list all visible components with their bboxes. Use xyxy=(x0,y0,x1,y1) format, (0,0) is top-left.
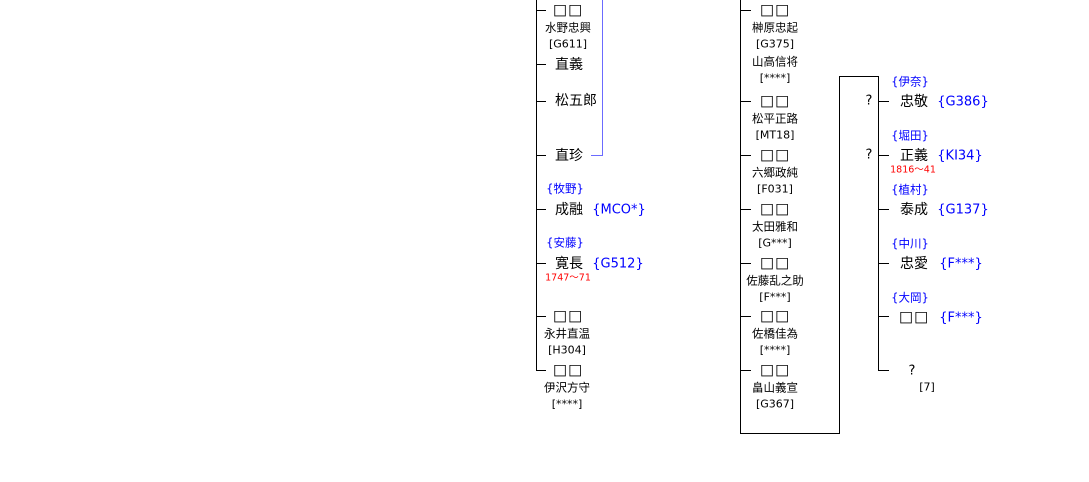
branch-line xyxy=(536,101,546,102)
person-name: □□ xyxy=(759,253,791,272)
person-subname: 佐橋佳為 xyxy=(752,326,798,341)
family-name: {大岡} xyxy=(891,290,929,305)
right-trunk-line xyxy=(878,76,879,371)
life-dates: 1816〜41 xyxy=(890,164,936,176)
person-name: 松五郎 xyxy=(555,93,597,109)
branch-line xyxy=(536,209,546,210)
person-subname: 六郷政純 xyxy=(752,165,798,180)
person-subname: 松平正路 xyxy=(752,111,798,126)
person-subname: 太田雅和 xyxy=(752,219,798,234)
person-subname: 山高信将 xyxy=(752,54,798,69)
connector-line xyxy=(740,433,840,434)
reference-link[interactable]: {MCO*} xyxy=(592,202,646,218)
branch-line xyxy=(740,155,751,156)
person-subname: 永井直温 xyxy=(544,326,590,341)
branch-line xyxy=(536,316,546,317)
reference-link[interactable]: {G137} xyxy=(937,202,989,218)
reference-link[interactable]: {F***} xyxy=(939,310,983,326)
person-code: [H304] xyxy=(548,343,586,357)
middle-trunk-line xyxy=(740,0,741,434)
branch-line xyxy=(878,263,889,264)
person-code: [MT18] xyxy=(755,128,795,142)
life-dates: 1747〜71 xyxy=(545,272,591,284)
family-name: {植村} xyxy=(891,182,929,197)
branch-line xyxy=(740,10,751,11)
person-name: 忠敬 xyxy=(900,94,928,110)
person-code: [F031] xyxy=(757,182,793,196)
branch-line xyxy=(878,370,889,371)
person-name: □□ xyxy=(759,91,791,110)
branch-line xyxy=(536,370,546,371)
reference-link[interactable]: {G512} xyxy=(592,256,644,272)
family-name: {安藤} xyxy=(546,235,584,250)
adoption-bracket-line xyxy=(591,155,603,156)
family-name: {堀田} xyxy=(891,128,929,143)
reference-link[interactable]: {F***} xyxy=(939,256,983,272)
person-code: [****] xyxy=(759,71,791,85)
reference-link[interactable]: {G386} xyxy=(937,94,989,110)
branch-line xyxy=(878,101,889,102)
branch-line xyxy=(740,209,751,210)
connector-line xyxy=(839,76,840,434)
branch-line xyxy=(740,263,751,264)
person-name: 正義 xyxy=(900,148,928,164)
person-name: □□ xyxy=(898,307,930,326)
person-subname: 榊原忠起 xyxy=(752,20,798,35)
branch-line xyxy=(878,209,889,210)
person-subname: 畠山義宣 xyxy=(752,380,798,395)
person-name: 成融 xyxy=(555,202,583,218)
person-name: ? xyxy=(908,363,916,379)
person-name: □□ xyxy=(759,145,791,164)
person-code: [G375] xyxy=(755,37,795,51)
person-name: □□ xyxy=(759,199,791,218)
branch-line xyxy=(878,155,889,156)
branch-line xyxy=(536,64,546,65)
branch-line xyxy=(740,370,751,371)
branch-line xyxy=(536,263,546,264)
branch-line xyxy=(536,10,546,11)
person-name: 寛長 xyxy=(555,256,583,272)
person-subname: 水野忠興 xyxy=(545,20,591,35)
person-code: [F***] xyxy=(759,290,791,304)
person-name: 直珍 xyxy=(555,148,583,164)
person-name: □□ xyxy=(552,0,584,19)
branch-line xyxy=(878,316,889,317)
person-code: [****] xyxy=(551,397,583,411)
branch-line xyxy=(740,316,751,317)
adoption-bracket-line xyxy=(602,0,603,156)
person-code: [G367] xyxy=(755,397,795,411)
person-name: □□ xyxy=(552,360,584,379)
person-name: 忠愛 xyxy=(900,256,928,272)
uncertain-mark: ? xyxy=(865,147,873,163)
family-name: {伊奈} xyxy=(891,74,929,89)
branch-line xyxy=(536,155,546,156)
person-name: □□ xyxy=(759,360,791,379)
connector-line xyxy=(839,76,879,77)
person-code: [****] xyxy=(759,343,791,357)
reference-link[interactable]: {KI34} xyxy=(937,148,983,164)
person-code: [G***] xyxy=(758,236,792,250)
uncertain-mark: ? xyxy=(865,93,873,109)
person-name: □□ xyxy=(759,306,791,325)
person-name: □□ xyxy=(759,0,791,19)
person-name: 直義 xyxy=(555,57,583,73)
person-subname: 佐藤乱之助 xyxy=(746,273,804,288)
person-code: [G611] xyxy=(548,37,588,51)
left-trunk-line xyxy=(536,0,537,371)
person-name: 泰成 xyxy=(900,202,928,218)
family-name: {牧野} xyxy=(546,181,584,196)
branch-line xyxy=(740,101,751,102)
person-subname: 伊沢方守 xyxy=(544,380,590,395)
person-name: □□ xyxy=(552,306,584,325)
family-name: {中川} xyxy=(891,236,929,251)
person-code: [7] xyxy=(919,380,935,394)
